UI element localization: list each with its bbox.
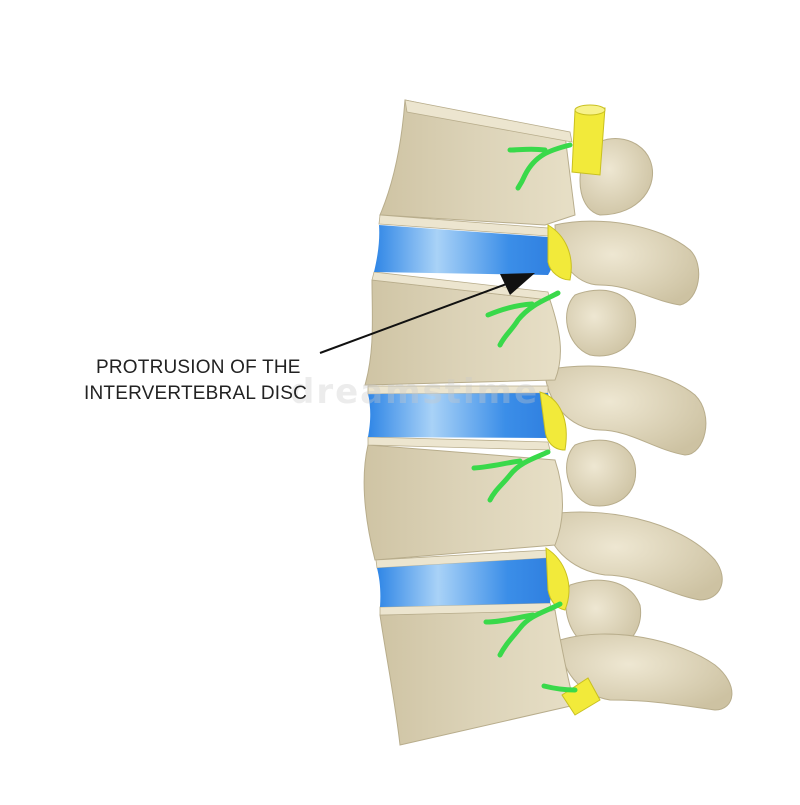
disc-protruding xyxy=(374,225,554,275)
nerve-5 xyxy=(541,683,578,693)
process-3 xyxy=(566,289,637,357)
intervertebral-discs xyxy=(368,225,554,607)
nerve-4 xyxy=(497,601,563,658)
spinal-nerves xyxy=(471,142,578,693)
process-6 xyxy=(544,511,723,601)
ligament-1 xyxy=(547,224,572,281)
process-2 xyxy=(554,220,700,306)
disc-2 xyxy=(368,393,551,438)
vertebral-processes xyxy=(544,138,733,711)
process-4 xyxy=(544,365,707,456)
annotation-label-line-2: INTERVERTEBRAL DISC xyxy=(84,383,308,404)
vertebra-1-endplate xyxy=(404,99,573,143)
vertebral-bodies xyxy=(363,99,576,746)
nerve-2 xyxy=(497,290,561,348)
ligament-2 xyxy=(539,391,567,451)
cord-bottom xyxy=(561,677,601,716)
watermark: dreamstime xyxy=(290,372,540,412)
process-5 xyxy=(566,439,637,507)
annotation-label-line-1: PROTRUSION OF THE xyxy=(96,357,301,378)
nerve-1 xyxy=(515,142,573,191)
vertebra-4 xyxy=(379,609,576,746)
disc-3 xyxy=(377,558,552,607)
ligament-3 xyxy=(545,547,570,611)
arrow-pointer-icon xyxy=(319,273,535,354)
vertebra-3 xyxy=(363,444,563,561)
cord-top xyxy=(571,107,606,176)
nerve-3 xyxy=(487,449,551,503)
spinal-canal-segments xyxy=(539,104,606,716)
